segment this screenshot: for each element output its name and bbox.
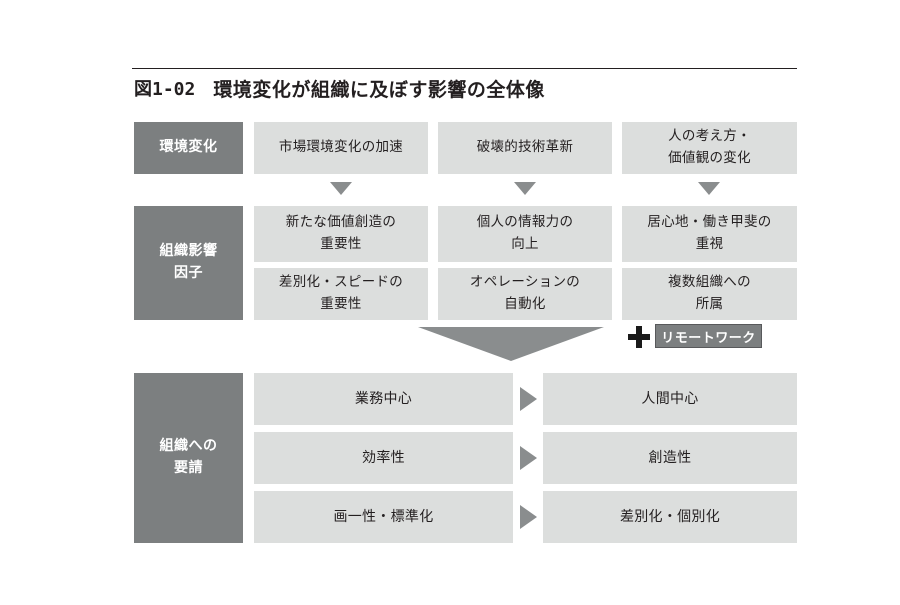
- impact-factor-r1-c2: 複数組織への所属: [622, 268, 797, 320]
- title-divider: [132, 68, 797, 69]
- impact-factor-r1-c1: オペレーションの自動化: [438, 268, 612, 320]
- page-title: 図1-02 環境変化が組織に及ぼす影響の全体像: [134, 73, 794, 103]
- impact-factor-r0-c0: 新たな価値創造の重要性: [254, 206, 428, 262]
- demand-to-0: 人間中心: [543, 373, 797, 425]
- triangle-down-icon-col1: [514, 182, 536, 195]
- environment-item-2: 人の考え方・価値観の変化: [622, 122, 797, 174]
- section-label-impact-factors: 組織影響因子: [134, 206, 243, 320]
- section-label-demands: 組織への要請: [134, 373, 243, 543]
- demand-from-1: 効率性: [254, 432, 513, 484]
- impact-factor-r0-c1: 個人の情報力の向上: [438, 206, 612, 262]
- triangle-right-icon-1: [520, 446, 537, 470]
- remote-work-badge: リモートワーク: [655, 324, 762, 348]
- environment-item-0: 市場環境変化の加速: [254, 122, 428, 174]
- section-label-environment: 環境変化: [134, 122, 243, 174]
- environment-item-1: 破壊的技術革新: [438, 122, 612, 174]
- demand-to-1: 創造性: [543, 432, 797, 484]
- figure-number: 図1-02: [134, 79, 196, 100]
- demand-from-0: 業務中心: [254, 373, 513, 425]
- figure-title-text: 環境変化が組織に及ぼす影響の全体像: [213, 78, 545, 101]
- triangle-down-icon-col2: [698, 182, 720, 195]
- demand-from-2: 画一性・標準化: [254, 491, 513, 543]
- impact-factor-r0-c2: 居心地・働き甲斐の重視: [622, 206, 797, 262]
- triangle-right-icon-2: [520, 505, 537, 529]
- impact-factor-r1-c0: 差別化・スピードの重要性: [254, 268, 428, 320]
- funnel-arrow-down-icon: [418, 327, 604, 361]
- triangle-down-icon-col0: [330, 182, 352, 195]
- plus-icon: [628, 326, 650, 348]
- demand-to-2: 差別化・個別化: [543, 491, 797, 543]
- triangle-right-icon-0: [520, 387, 537, 411]
